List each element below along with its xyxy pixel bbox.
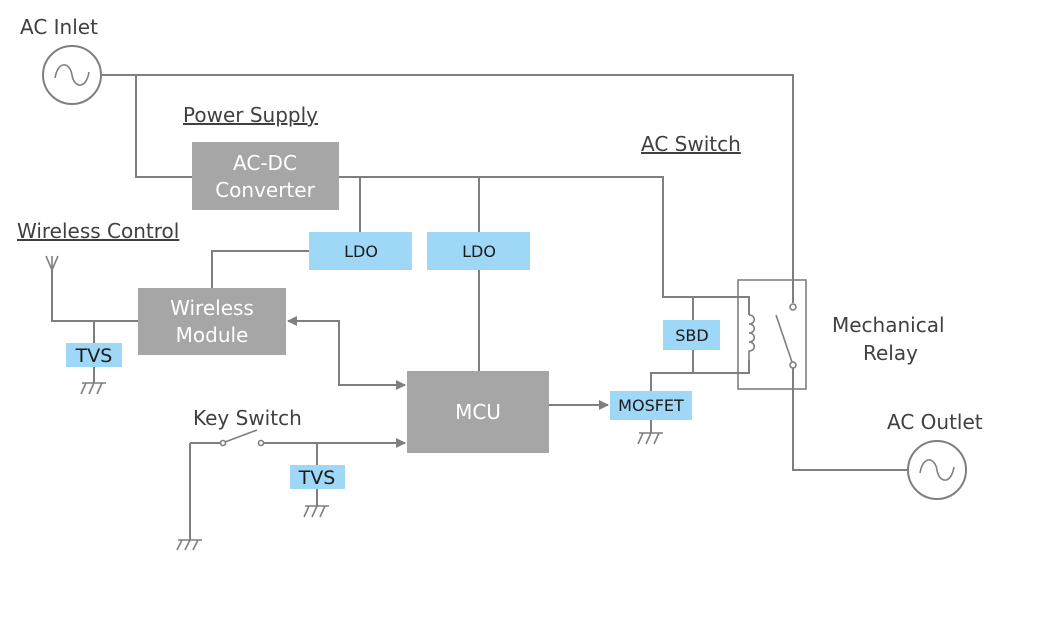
acdc-label-2: Converter [215, 178, 315, 202]
sbd-label: SBD [675, 326, 708, 345]
wireless-module-block [138, 288, 286, 355]
antenna-icon [45, 255, 59, 273]
relay-contact-icon [775, 303, 797, 369]
antenna-line [51, 270, 138, 322]
mosfet-label: MOSFET [618, 396, 684, 415]
ground-icon [637, 432, 663, 445]
mosfet-block [610, 391, 692, 420]
tvs-wireless-label: TVS [75, 345, 113, 367]
mcu-label: MCU [455, 400, 501, 424]
tvs-key-label: TVS [298, 467, 336, 489]
key-switch-icon[interactable] [219, 429, 265, 447]
ground-icon [80, 382, 106, 395]
key-switch-label: Key Switch [193, 406, 302, 430]
coil-return [650, 360, 750, 392]
ground-icon [176, 539, 202, 551]
relay-coil-icon [748, 314, 756, 360]
acdc-label-1: AC-DC [233, 151, 297, 175]
relay-to-outlet [792, 368, 908, 471]
ldo-2-label: LDO [462, 242, 496, 261]
ac-line-hot [101, 74, 794, 303]
ac-line-to-converter [135, 75, 192, 178]
coil-feed [744, 296, 750, 315]
ldo-1-block [309, 232, 412, 270]
wireless-mcu-link [287, 316, 406, 390]
ac-outlet-icon [907, 440, 967, 500]
mcu-block [407, 371, 549, 453]
sbd-block [663, 320, 720, 350]
ldo1-to-wireless [211, 250, 309, 288]
tvs-wireless-block [66, 343, 122, 367]
wireless-label-2: Module [176, 323, 249, 347]
mechanical-relay-label-1: Mechanical [832, 313, 945, 337]
ac-inlet-source-icon [42, 45, 102, 105]
ldo-2-block [427, 232, 530, 270]
wireless-control-label: Wireless Control [17, 219, 179, 243]
wireless-label-1: Wireless [170, 296, 254, 320]
relay-housing [737, 279, 807, 390]
ldo-1-label: LDO [344, 242, 378, 261]
ground-icon [303, 505, 329, 518]
acdc-converter-block [192, 142, 339, 210]
mechanical-relay-label-2: Relay [863, 341, 918, 365]
ac-switch-label: AC Switch [641, 132, 741, 156]
tvs-key-block [290, 465, 345, 489]
ac-outlet-label: AC Outlet [887, 410, 983, 434]
power-supply-label: Power Supply [183, 103, 318, 127]
ac-inlet-label: AC Inlet [20, 15, 98, 39]
